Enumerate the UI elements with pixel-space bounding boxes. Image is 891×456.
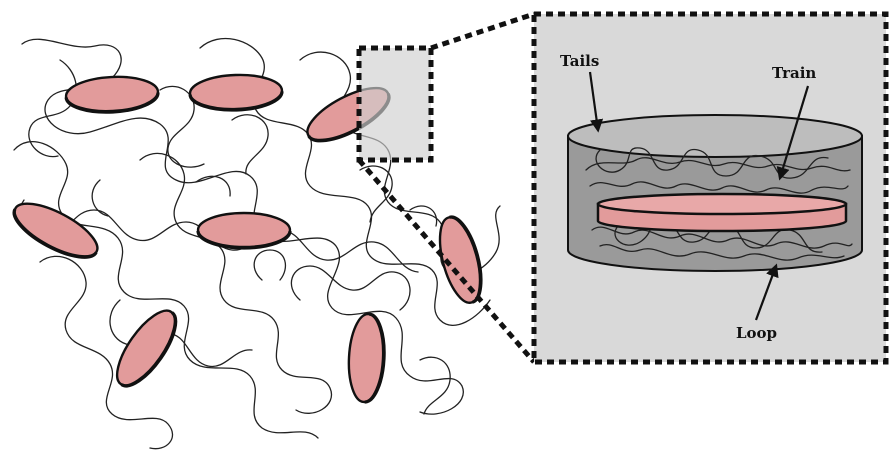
train-label: Train xyxy=(772,64,816,82)
zoom-guide-line xyxy=(359,160,534,362)
loop-label: Loop xyxy=(736,324,777,342)
clay-platelet xyxy=(189,73,282,111)
clay-platelet xyxy=(107,302,186,394)
zoom-indicator xyxy=(359,14,534,362)
polymer-layer-cylinder xyxy=(568,115,862,271)
zoom-selection-box xyxy=(359,48,431,160)
tails-label: Tails xyxy=(560,52,599,70)
clay-platelet xyxy=(198,213,290,248)
inset-clay-platelet xyxy=(598,194,846,231)
polymer-chain xyxy=(14,142,318,438)
platelet-top xyxy=(598,194,846,214)
clay-platelet xyxy=(347,313,387,403)
polymer-chain xyxy=(140,153,331,413)
zoom-guide-line xyxy=(431,14,534,48)
cylinder-top xyxy=(568,115,862,157)
inset-panel: Tails Train Loop xyxy=(534,14,886,362)
clay-platelet xyxy=(65,75,159,115)
